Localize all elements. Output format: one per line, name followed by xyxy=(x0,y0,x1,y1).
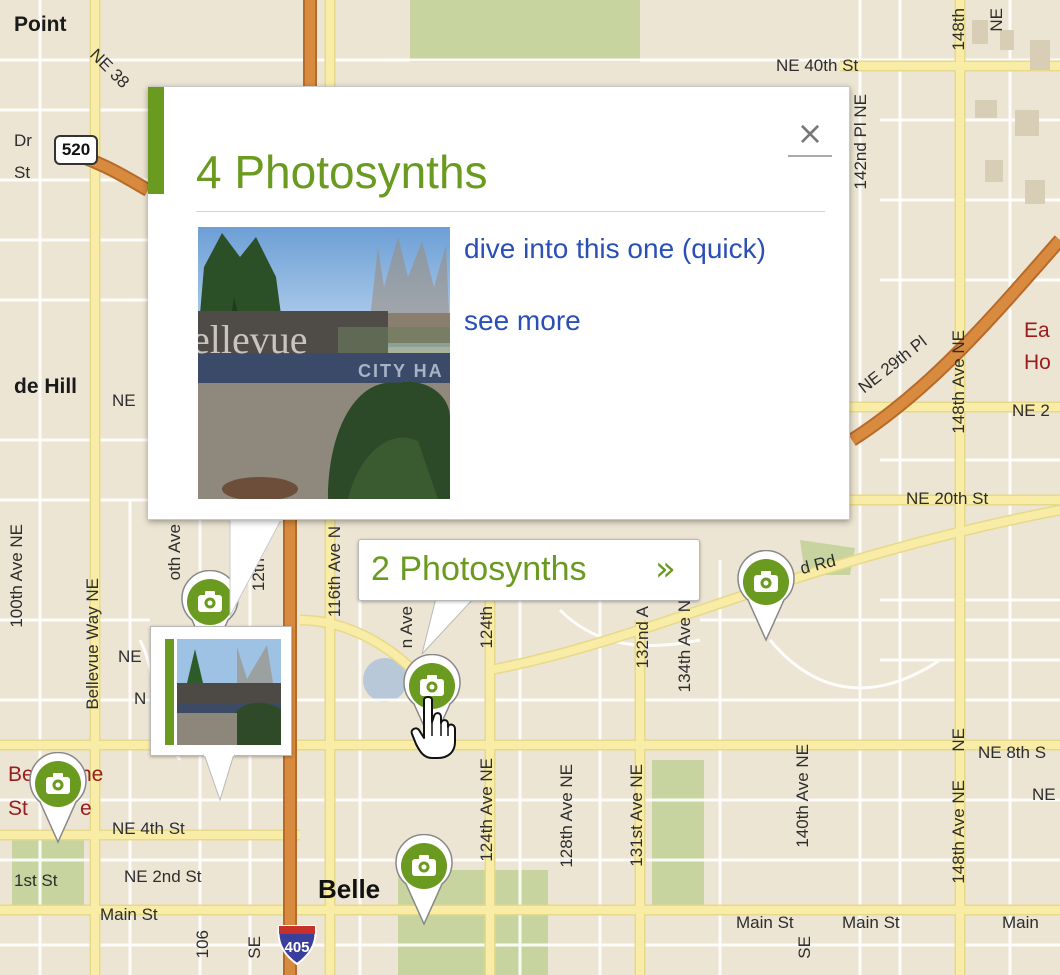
street-label-ne-4th: NE 4th St xyxy=(112,819,185,838)
camera-pin-icon[interactable] xyxy=(734,549,798,642)
street-label-128th: 128th Ave NE xyxy=(557,764,576,868)
street-label-134th: 134th Ave N xyxy=(675,600,694,693)
street-label-1st-st: 1st St xyxy=(14,871,58,890)
street-label-148th-lower: 148th Ave NE xyxy=(949,780,968,884)
street-label-st: St xyxy=(14,163,31,182)
lake xyxy=(363,658,407,702)
photo-sub-text: CITY HA xyxy=(358,361,444,381)
street-label-ne-2nd: NE 2nd St xyxy=(124,867,202,886)
street-label-ne-8th: NE 8th S xyxy=(978,743,1047,762)
interstate-shield-label: 405 xyxy=(284,939,309,956)
camera-pin-icon[interactable] xyxy=(178,569,242,662)
street-label-124th-lower: 124th Ave NE xyxy=(477,758,496,862)
photo-sign-text: ellevue xyxy=(198,317,308,362)
place-label-ho: Ho xyxy=(1024,351,1051,374)
place-label-ea: Ea xyxy=(1024,319,1050,342)
popup-photo[interactable]: ellevue CITY HA xyxy=(198,227,450,499)
street-label-132nd: 132nd A xyxy=(633,606,652,669)
buildings xyxy=(972,20,1050,204)
street-label-dr: Dr xyxy=(14,131,32,150)
place-label-bellevue: Belle xyxy=(318,874,381,904)
thumbnail-photo[interactable] xyxy=(177,639,281,745)
street-label-ne-left: NE xyxy=(118,647,142,666)
cluster-tooltip-tail xyxy=(421,598,475,655)
street-label-bellevue-way: Bellevue Way NE xyxy=(83,578,102,710)
popup-title: 4 Photosynths xyxy=(196,146,488,198)
thumbnail-popup-tail xyxy=(203,754,235,802)
street-label-ne-20th: NE 20th St xyxy=(906,489,989,508)
street-label-main-left: Main St xyxy=(100,905,158,924)
place-label-be: Be xyxy=(8,763,34,786)
street-label-148th-top: 148th xyxy=(949,8,968,51)
place-label-point: Point xyxy=(14,13,67,36)
street-label-124th-upper: 124th xyxy=(477,606,496,649)
parks xyxy=(12,0,855,975)
street-label-ne-top-right: NE xyxy=(987,8,1006,32)
chevron-right-icon[interactable]: » xyxy=(655,549,676,589)
popup-tail xyxy=(229,518,283,617)
place-label-st: St xyxy=(8,797,28,820)
cluster-tooltip-label[interactable]: 2 Photosynths xyxy=(371,550,587,588)
street-label-131st: 131st Ave NE xyxy=(627,764,646,867)
street-label-142nd-pl: 142nd Pl NE xyxy=(851,94,870,190)
street-label-100th: 100th Ave NE xyxy=(7,524,26,628)
close-icon[interactable]: × xyxy=(788,115,832,157)
popup-divider xyxy=(196,211,825,212)
thumbnail-popup[interactable] xyxy=(150,626,292,756)
street-label-main-2: Main St xyxy=(842,913,900,932)
street-label-ne-2: NE 2 xyxy=(1012,401,1050,420)
street-label-116th: 116th Ave N xyxy=(325,526,344,618)
street-label-n-left: N xyxy=(134,689,147,708)
interstate-shield-405: 405 xyxy=(276,922,318,966)
street-label-ne-right: NE xyxy=(1032,785,1056,804)
camera-pin-icon[interactable] xyxy=(26,751,90,844)
street-label-se-2: SE xyxy=(795,936,814,959)
place-label-de-hill: de Hill xyxy=(14,375,78,398)
street-label-148th-mid: 148th Ave NE xyxy=(949,330,968,434)
street-label-ne-40th: NE 40th St xyxy=(776,56,859,75)
popup-accent-bar xyxy=(148,87,164,194)
thumbnail-accent-bar xyxy=(165,639,174,745)
dive-into-link[interactable]: dive into this one (quick) xyxy=(464,233,766,264)
see-more-link[interactable]: see more xyxy=(464,305,581,336)
street-label-se-1: SE xyxy=(245,936,264,959)
street-label-106: 106 xyxy=(193,930,212,959)
photosynth-popup: 4 Photosynths × ellevue CITY HA dive i xyxy=(148,86,850,520)
street-label-main-3: Main xyxy=(1002,913,1039,932)
street-label-n-ave: n Ave xyxy=(397,606,416,649)
cluster-tooltip[interactable]: 2 Photosynths » xyxy=(358,539,700,601)
hand-cursor-icon xyxy=(410,696,456,759)
street-label-ne-mid-left: NE xyxy=(112,391,136,410)
place-label-e: e xyxy=(80,797,92,820)
highway-shield-520: 520 xyxy=(54,135,98,165)
street-label-ne-vert: NE xyxy=(949,728,968,752)
street-label-140th: 140th Ave NE xyxy=(793,744,812,848)
street-label-main-1: Main St xyxy=(736,913,794,932)
camera-pin-icon[interactable] xyxy=(392,833,456,926)
